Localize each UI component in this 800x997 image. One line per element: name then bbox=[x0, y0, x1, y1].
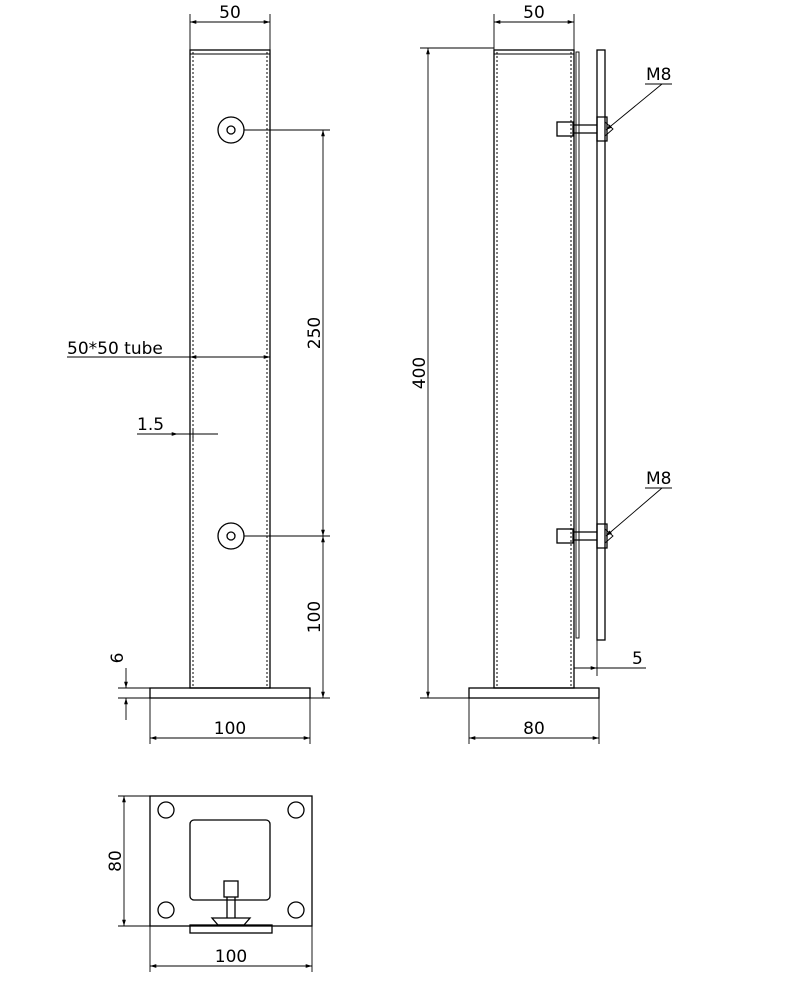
side-tube bbox=[493, 49, 575, 689]
plan-base-plate bbox=[149, 795, 313, 927]
plan-view: 80 100 bbox=[106, 795, 313, 972]
hole-spacing-label: 250 bbox=[305, 317, 325, 349]
plan-depth-label: 80 bbox=[106, 850, 126, 872]
front-base-plate bbox=[149, 687, 311, 699]
side-view: 50 400 M8 M8 5 80 bbox=[410, 3, 672, 744]
bottom-hole-height-label: 100 bbox=[305, 601, 325, 633]
wall-thickness-label: 1.5 bbox=[137, 415, 164, 435]
mounting-hole-icon bbox=[157, 901, 175, 919]
mounting-hole-icon bbox=[287, 901, 305, 919]
front-plate-width-label: 100 bbox=[214, 719, 246, 739]
side-base-plate bbox=[468, 687, 600, 699]
height-label: 400 bbox=[410, 357, 430, 389]
plan-tube-outline bbox=[189, 819, 271, 901]
top-bolt-label: M8 bbox=[646, 65, 671, 85]
gap-label: 5 bbox=[632, 649, 643, 669]
side-plate-width-label: 80 bbox=[523, 719, 545, 739]
front-tube bbox=[189, 49, 271, 689]
glass-panel bbox=[596, 49, 606, 641]
front-bottom-hole-icon bbox=[217, 522, 245, 550]
mounting-hole-icon bbox=[157, 801, 175, 819]
mounting-hole-icon bbox=[287, 801, 305, 819]
side-top-width-label: 50 bbox=[523, 3, 545, 23]
plan-bolt-icon bbox=[189, 880, 273, 934]
bottom-bolt-icon bbox=[556, 523, 614, 549]
front-top-width-label: 50 bbox=[219, 3, 241, 23]
bottom-bolt-label: M8 bbox=[646, 469, 671, 489]
tube-label: 50*50 tube bbox=[67, 339, 163, 359]
plan-width-label: 100 bbox=[215, 947, 247, 967]
front-top-hole-icon bbox=[217, 116, 245, 144]
front-view: 50 250 100 50*50 tube 1.5 6 100 bbox=[67, 3, 330, 744]
top-bolt-icon bbox=[556, 116, 614, 142]
plate-thickness-label: 6 bbox=[108, 653, 128, 664]
